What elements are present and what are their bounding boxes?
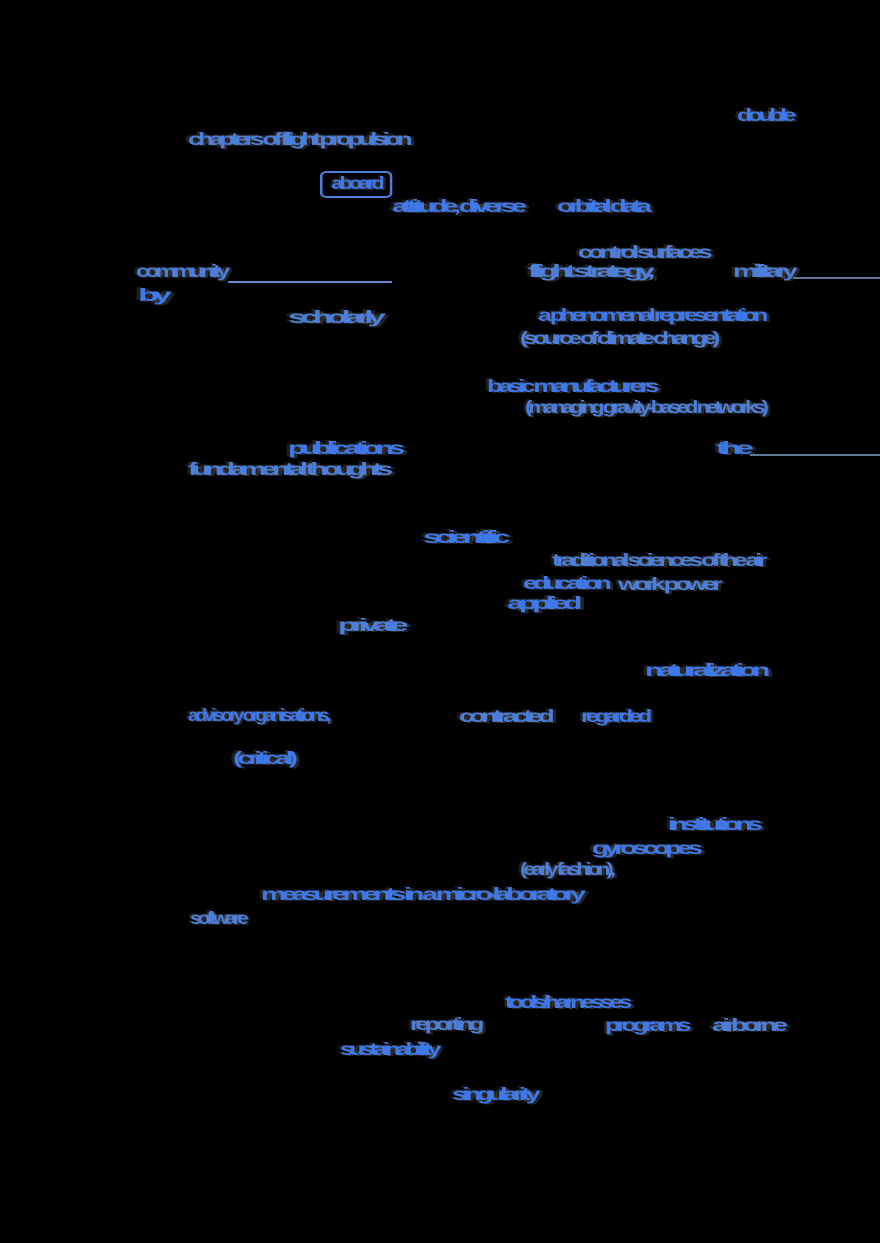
link-fragment[interactable]: the (716, 438, 754, 458)
link-fragment[interactable]: double (737, 105, 796, 125)
link-fragment[interactable]: regarded (581, 706, 652, 726)
link-fragment[interactable]: work power (618, 574, 723, 594)
link-fragment[interactable]: attitude, diverse (392, 196, 527, 216)
link-fragment[interactable]: publications (288, 438, 405, 458)
link-fragment[interactable]: community (136, 261, 230, 281)
link-fragment[interactable]: education (523, 573, 612, 593)
link-fragment[interactable]: private (338, 615, 409, 635)
link-fragment[interactable]: (early fashion), (520, 859, 616, 879)
link-fragment[interactable]: chapters of flight propulsion (188, 129, 413, 149)
link-fragment[interactable]: programs (605, 1015, 692, 1035)
link-fragment[interactable]: tools/harnesses (505, 992, 632, 1012)
link-fragment[interactable]: orbital data (557, 196, 652, 216)
link-fragment[interactable]: applied (507, 593, 582, 613)
link-fragment[interactable]: (managing gravity-based networks) (525, 397, 769, 417)
link-fragment[interactable]: institutions (668, 814, 763, 834)
link-fragment[interactable]: measurements in a micro-laboratory (261, 884, 586, 904)
link-fragment[interactable]: sustainability (340, 1039, 441, 1059)
link-fragment[interactable]: scholarly (288, 307, 386, 327)
link-fragment[interactable]: (source of climate change) (520, 328, 720, 348)
link-fragment[interactable]: singularity (452, 1084, 541, 1104)
link-fragment[interactable]: advisory organisations, (188, 705, 332, 725)
link-underline (750, 454, 880, 456)
link-fragment[interactable]: software (190, 908, 249, 928)
link-fragment[interactable]: reporting (410, 1014, 484, 1034)
link-fragment[interactable]: control surfaces (578, 242, 713, 262)
link-fragment[interactable]: traditional sciences of the air (552, 550, 768, 570)
link-fragment[interactable]: military (733, 261, 798, 281)
link-fragment[interactable]: airborne (712, 1015, 788, 1035)
link-fragment[interactable]: (critical) (233, 748, 298, 768)
link-fragment[interactable]: naturalization (645, 660, 770, 680)
link-fragment[interactable]: basic manufacturers (487, 376, 660, 396)
link-fragment[interactable]: a phenomenal representation (538, 305, 768, 325)
link-fragment[interactable]: aboard (320, 171, 393, 198)
link-underline (793, 277, 880, 279)
link-fragment[interactable]: fundamental thoughts (188, 459, 393, 479)
link-fragment[interactable]: flight strategy, (528, 261, 655, 281)
link-fragment[interactable]: contracted (459, 706, 555, 726)
link-fragment[interactable]: scientific (423, 527, 511, 547)
link-fragment[interactable]: gyroscopes (592, 838, 703, 858)
link-underline (228, 281, 392, 283)
link-fragment[interactable]: by (138, 285, 172, 305)
